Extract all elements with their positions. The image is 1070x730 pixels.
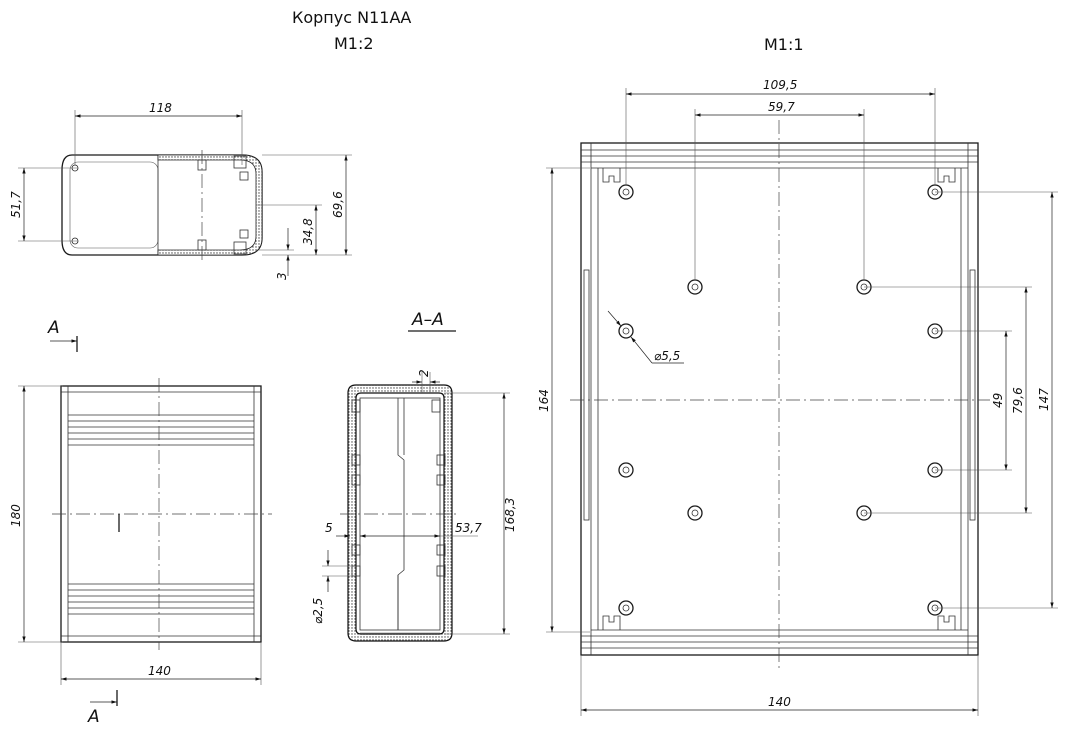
section-title: A–A — [411, 310, 444, 330]
dim-79-6: 79,6 — [1011, 387, 1025, 414]
dim-5: 5 — [325, 521, 333, 535]
dim-53-7: 53,7 — [455, 521, 482, 535]
section-mark-top: A — [47, 318, 60, 338]
mount-hole — [687, 505, 703, 521]
dim-168-3: 168,3 — [503, 498, 517, 532]
dim-34-8: 34,8 — [301, 218, 315, 245]
mount-hole — [618, 184, 634, 200]
top-view-outline — [61, 154, 263, 256]
mount-hole — [618, 462, 634, 478]
front-view-ribs-bottom — [68, 583, 254, 615]
front-view-ribs-top — [68, 414, 254, 446]
mount-hole — [687, 279, 703, 295]
front-view: A A 180 140 — [9, 318, 272, 727]
dim-109-5: 109,5 — [763, 78, 797, 92]
scale-left-label: M1:2 — [334, 34, 374, 53]
detail-view-clips — [602, 168, 956, 630]
dim-69-6: 69,6 — [331, 191, 345, 218]
mount-hole — [618, 323, 634, 339]
mount-hole — [618, 600, 634, 616]
dim-49: 49 — [991, 393, 1005, 408]
dim-140-detail: 140 — [768, 695, 791, 709]
section-view-ribs — [351, 399, 446, 577]
dim-2: 2 — [417, 369, 431, 377]
dim-147: 147 — [1037, 388, 1051, 411]
dim-51-7: 51,7 — [9, 191, 23, 218]
dim-140-front: 140 — [148, 664, 171, 678]
dim-3: 3 — [275, 272, 289, 280]
drawing-title: Корпус N11АА — [292, 8, 411, 27]
detail-view-rails-top — [581, 149, 978, 169]
dim-164: 164 — [537, 389, 551, 412]
detail-view-rails-side — [583, 143, 976, 655]
top-view: 118 51,7 69,6 34,8 3 — [9, 101, 352, 280]
section-view: A–A 2 168,3 5 53,7 — [311, 310, 517, 642]
section-mark-bottom: A — [87, 707, 100, 727]
dim-118: 118 — [149, 101, 172, 115]
top-view-section-wall — [157, 154, 263, 256]
dim-180: 180 — [9, 504, 23, 527]
detail-view-outline — [580, 142, 979, 656]
section-view-wall — [347, 384, 453, 642]
detail-view: 109,5 59,7 164 ⌀5,5 49 79,6 147 — [537, 78, 1058, 716]
detail-view-rails-bottom — [581, 629, 978, 649]
dim-59-7: 59,7 — [768, 100, 795, 114]
scale-right-label: M1:1 — [764, 35, 804, 54]
dim-hole-2-5: ⌀2,5 — [311, 598, 325, 624]
dim-hole-5-5: ⌀5,5 — [654, 349, 680, 363]
